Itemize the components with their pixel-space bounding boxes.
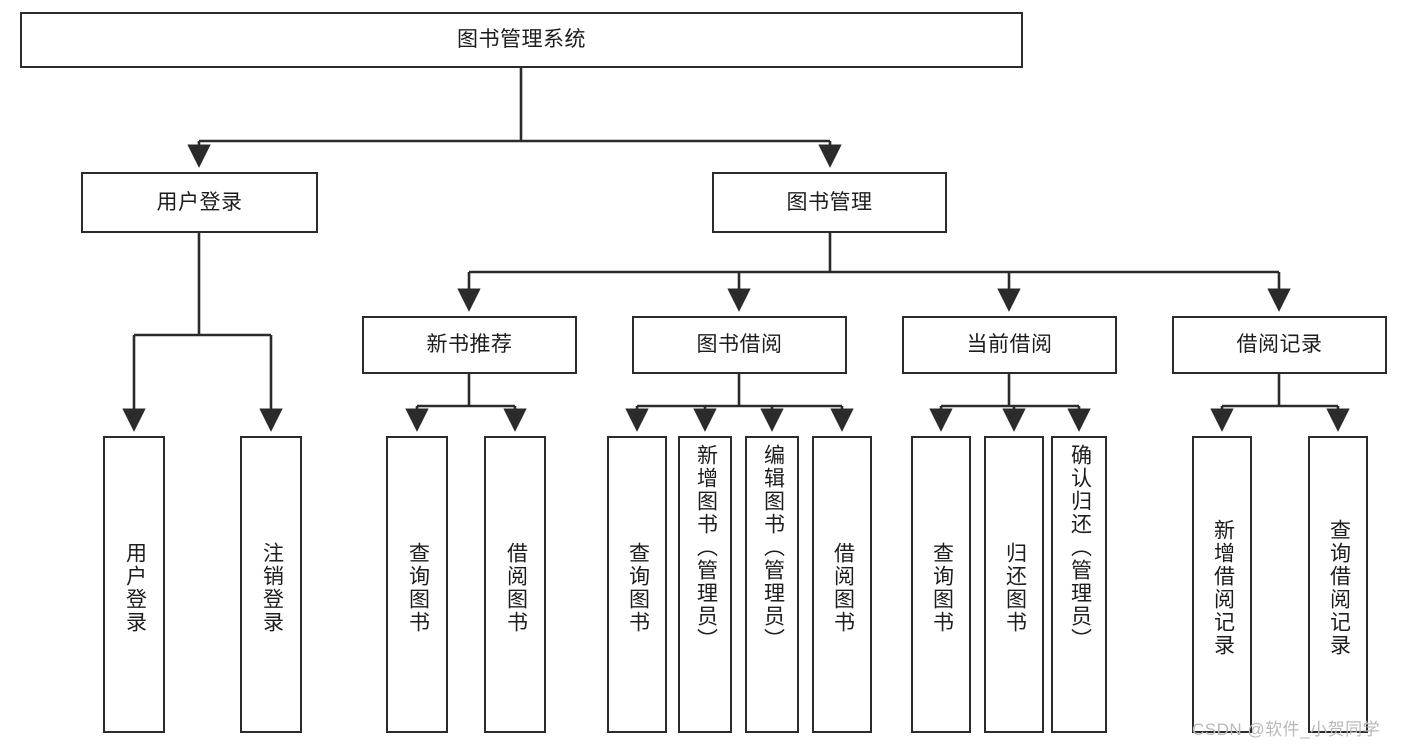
node-leaf-query-book-2[interactable]: 查询图书 — [607, 436, 667, 733]
node-leaf-edit-book[interactable]: 编辑图书（管理员） — [745, 436, 799, 733]
node-leaf-user-login[interactable]: 用户登录 — [103, 436, 165, 733]
csdn-watermark: CSDN @软件_小贺同学 — [1192, 720, 1381, 739]
node-leaf-user-logout[interactable]: 注销登录 — [240, 436, 302, 733]
node-leaf-borrow-book-2[interactable]: 借阅图书 — [812, 436, 872, 733]
node-leaf-return-book[interactable]: 归还图书 — [984, 436, 1044, 733]
node-label: 用户登录 — [123, 541, 147, 634]
node-borrow-record[interactable]: 借阅记录 — [1172, 316, 1387, 374]
node-label: 当前借阅 — [966, 333, 1053, 357]
node-leaf-query-book-3[interactable]: 查询图书 — [911, 436, 971, 733]
node-root-system[interactable]: 图书管理系统 — [20, 12, 1023, 68]
node-leaf-query-record[interactable]: 查询借阅记录 — [1308, 436, 1368, 733]
node-current-borrow[interactable]: 当前借阅 — [902, 316, 1117, 374]
edges-newbook-to-leaves — [405, 374, 527, 432]
node-label: 注销登录 — [260, 541, 284, 634]
node-label: 确认归还（管理员） — [1068, 444, 1092, 651]
node-label: 查询图书 — [626, 541, 650, 634]
node-label: 新增图书（管理员） — [694, 444, 718, 651]
node-label: 借阅图书 — [831, 541, 855, 634]
edges-borrowrecord-to-leaves — [1210, 374, 1350, 432]
node-book-borrow[interactable]: 图书借阅 — [632, 316, 847, 374]
node-label: 查询借阅记录 — [1327, 518, 1351, 657]
node-label: 图书借阅 — [696, 333, 783, 357]
node-user-login[interactable]: 用户登录 — [81, 172, 318, 233]
node-label: 查询图书 — [406, 541, 430, 634]
node-leaf-query-book-1[interactable]: 查询图书 — [386, 436, 448, 733]
edges-bookmanage-to-level3 — [457, 233, 1291, 312]
node-label: 编辑图书（管理员） — [761, 444, 785, 651]
node-label: 新书推荐 — [426, 333, 513, 357]
node-leaf-add-record[interactable]: 新增借阅记录 — [1192, 436, 1252, 733]
node-label: 图书管理系统 — [457, 28, 586, 52]
node-label: 图书管理 — [786, 190, 873, 214]
node-leaf-confirm-return[interactable]: 确认归还（管理员） — [1051, 436, 1107, 733]
node-label: 用户登录 — [156, 190, 243, 214]
edges-booklogin-to-leaves — [122, 233, 283, 432]
node-leaf-add-book[interactable]: 新增图书（管理员） — [678, 436, 732, 733]
node-label: 借阅图书 — [504, 541, 528, 634]
edges-bookborrow-to-leaves — [625, 374, 854, 432]
edges-currentborrow-to-leaves — [929, 374, 1091, 432]
node-book-manage[interactable]: 图书管理 — [712, 172, 947, 233]
edges-root-to-level2 — [187, 68, 842, 168]
node-leaf-borrow-book-1[interactable]: 借阅图书 — [484, 436, 546, 733]
node-label: 查询图书 — [930, 541, 954, 634]
node-new-book-rec[interactable]: 新书推荐 — [362, 316, 577, 374]
node-label: 新增借阅记录 — [1211, 518, 1235, 657]
node-label: 借阅记录 — [1236, 333, 1323, 357]
node-label: 归还图书 — [1003, 541, 1027, 634]
